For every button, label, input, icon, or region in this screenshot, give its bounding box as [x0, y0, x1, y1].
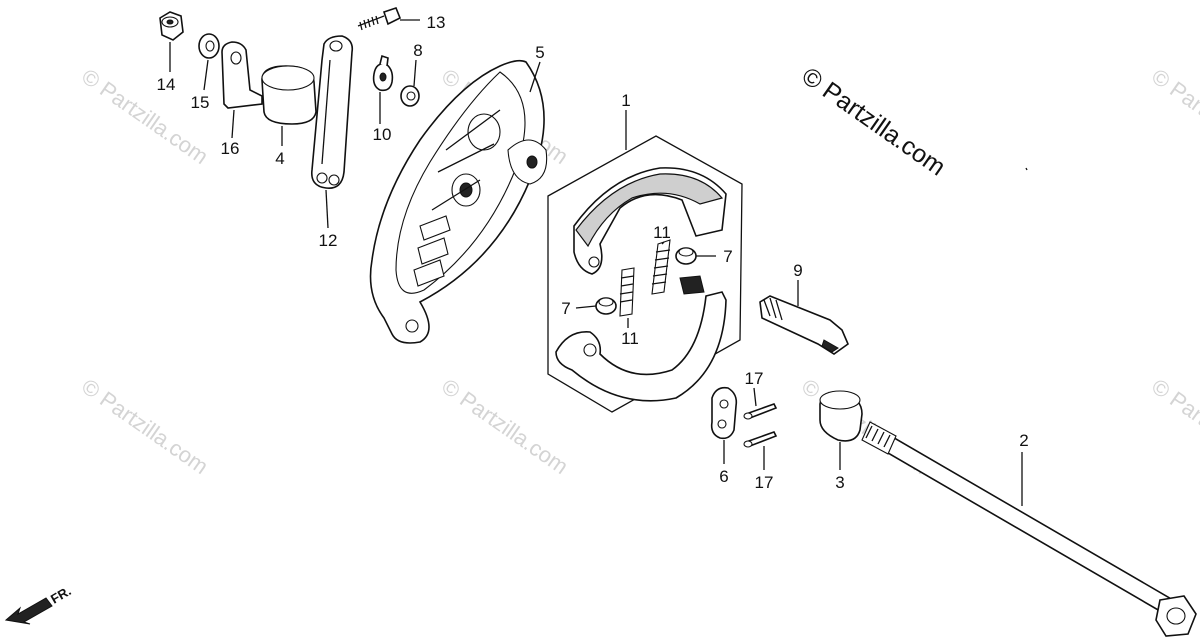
- callout-14: 14: [157, 75, 176, 94]
- callout-3: 3: [835, 473, 844, 492]
- callout-13: 13: [427, 13, 446, 32]
- callout-9: 9: [793, 261, 802, 280]
- stray-mark: [1025, 167, 1028, 171]
- callout-10: 10: [373, 125, 392, 144]
- torque-link-part: [310, 35, 354, 189]
- callout-6: 6: [719, 467, 728, 486]
- cotter-pin-lower: [743, 431, 778, 448]
- collar-part-3: [819, 390, 863, 442]
- brake-cam-part: [759, 295, 849, 355]
- watermark: © Partzilla.com: [437, 374, 573, 480]
- callout-11-lower: 11: [621, 329, 639, 348]
- watermark: © Partzilla.com: [1147, 64, 1200, 170]
- brake-panel-part: [369, 59, 548, 344]
- callout-4: 4: [275, 149, 284, 168]
- watermark: © Partzilla.com: [1147, 374, 1200, 480]
- copyright-text: © Partzilla.com: [797, 62, 951, 182]
- bolt-part: [357, 7, 402, 31]
- callout-1: 1: [621, 91, 630, 110]
- watermark: © Partzilla.com: [77, 374, 213, 480]
- direction-label: FR.: [48, 583, 74, 606]
- bracket-part: [221, 41, 263, 109]
- indicator-part: [372, 54, 394, 92]
- callout-7-lower: 7: [561, 299, 570, 318]
- callout-11-upper: 11: [653, 223, 671, 242]
- callout-7-upper: 7: [723, 247, 732, 266]
- plate-part: [710, 386, 738, 440]
- callout-2: 2: [1019, 431, 1028, 450]
- washer-part: [198, 33, 220, 59]
- leader-lines: [169, 19, 1023, 506]
- brake-shoe-set: [547, 135, 743, 413]
- washer-part-8: [400, 85, 420, 107]
- watermark: © Partzilla.com: [77, 64, 213, 170]
- callout-16: 16: [221, 139, 240, 158]
- callout-8: 8: [413, 41, 422, 60]
- front-direction-indicator: FR.: [4, 583, 74, 625]
- callout-labels: 1 2 3 4 5 6 7 7 8 9 10 11 11 12 13 14 15…: [157, 13, 1029, 492]
- arrow-icon: [4, 597, 53, 625]
- callout-15: 15: [191, 93, 210, 112]
- nut-part: [159, 11, 184, 41]
- axle-part: [861, 421, 1197, 637]
- callout-12: 12: [319, 231, 338, 250]
- callout-17-lower: 17: [755, 473, 774, 492]
- callout-17-upper: 17: [745, 369, 764, 388]
- collar-part: [261, 65, 317, 125]
- cotter-pin-upper: [743, 403, 778, 420]
- watermark-layer: © Partzilla.com © Partzilla.com © Partzi…: [77, 64, 1200, 480]
- callout-5: 5: [535, 43, 544, 62]
